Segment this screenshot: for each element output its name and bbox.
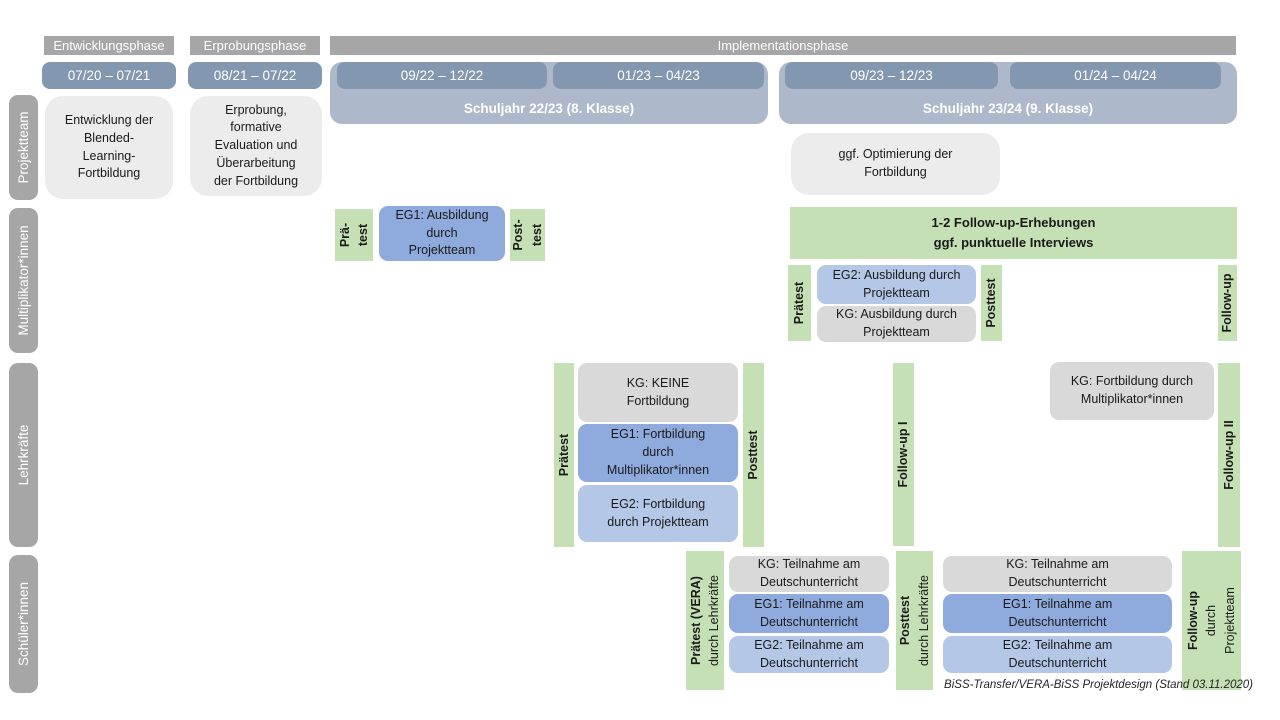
vbar-posttest-multiplikatoren-1: Post- test — [510, 209, 545, 261]
box-eg1-teilnahme-deutschunterricht-a: EG1: Teilnahme am Deutschunterricht — [729, 594, 889, 633]
phase-header-label: Implementationsphase — [717, 38, 849, 53]
row-label-lehrkraefte: Lehrkräfte — [9, 363, 38, 547]
row-label-text: Schüler*innen — [15, 581, 31, 667]
row-label-text: Projektteam — [15, 111, 31, 184]
box-kg-keine-fortbildung: KG: KEINE Fortbildung — [578, 363, 738, 422]
footer-text: BiSS-Transfer/VERA-BiSS Projektdesign (S… — [944, 679, 1253, 691]
vbar-subtitle: durch Projektteam — [1204, 587, 1237, 654]
box-kg-fortbildung-multiplikatoren: KG: Fortbildung durch Multiplikator*inne… — [1050, 362, 1214, 420]
box-kg-teilnahme-deutschunterricht-a: KG: Teilnahme am Deutschunterricht — [729, 556, 889, 592]
box-text: ggf. Optimierung der Fortbildung — [838, 147, 953, 179]
school-year-label: Schuljahr 22/23 (8. Klasse) — [463, 101, 635, 116]
phase-header-label: Entwicklungsphase — [53, 38, 165, 53]
box-eg2-teilnahme-deutschunterricht-a: EG2: Teilnahme am Deutschunterricht — [729, 636, 889, 673]
vbar-text-group: Prätest (VERA) durch Lehrkräfte — [686, 551, 724, 690]
box-eg2-ausbildung-projektteam: EG2: Ausbildung durch Projektteam — [817, 265, 976, 304]
box-eg2-teilnahme-deutschunterricht-b: EG2: Teilnahme am Deutschunterricht — [943, 636, 1172, 673]
vbar-praetest-multiplikatoren-1: Prä- test — [335, 209, 373, 261]
date-label: 09/23 – 12/23 — [850, 68, 933, 83]
date-bar-0821-0722: 08/21 – 07/22 — [188, 62, 322, 89]
vbar-text: Prä- test — [337, 222, 370, 248]
date-bar-0922-1222: 09/22 – 12/22 — [337, 62, 547, 89]
vbar-text: Prätest — [556, 433, 571, 477]
vbar-title: Follow-up — [1186, 591, 1201, 651]
box-erprobung-evaluation: Erprobung, formative Evaluation und Über… — [190, 96, 322, 196]
box-eg2-fortbildung-projektteam: EG2: Fortbildung durch Projektteam — [578, 485, 738, 542]
vbar-subtitle: durch Lehrkräfte — [916, 574, 931, 667]
vbar-praetest-vera-schueler: Prätest (VERA) durch Lehrkräfte — [686, 551, 724, 690]
box-text: Erprobung, formative Evaluation und Über… — [213, 102, 299, 188]
box-text: EG1: Fortbildung durch Multiplikator*inn… — [606, 427, 710, 477]
vbar-text: Posttest — [984, 278, 999, 328]
vbar-text-group: Follow-up durch Projektteam — [1182, 551, 1241, 690]
vbar-text: Prätest — [792, 281, 807, 325]
phase-header-label: Erprobungsphase — [203, 38, 307, 53]
box-eg1-ausbildung-projektteam: EG1: Ausbildung durch Projektteam — [379, 206, 505, 261]
box-eg1-fortbildung-multiplikatoren: EG1: Fortbildung durch Multiplikator*inn… — [578, 424, 738, 482]
vbar-text-group: Posttest durch Lehrkräfte — [896, 551, 933, 690]
box-followup-erhebungen: 1-2 Follow-up-Erhebungen ggf. punktuelle… — [790, 207, 1237, 259]
vbar-posttest-multiplikatoren-2: Posttest — [981, 265, 1002, 341]
box-text: EG1: Ausbildung durch Projektteam — [395, 207, 489, 258]
vbar-text: Follow-up II — [1221, 420, 1236, 490]
row-label-schuelerinnen: Schüler*innen — [9, 555, 38, 693]
date-bar-0123-0423: 01/23 – 04/23 — [553, 62, 764, 89]
row-label-projektteam: Projektteam — [9, 95, 38, 200]
box-eg1-teilnahme-deutschunterricht-b: EG1: Teilnahme am Deutschunterricht — [943, 594, 1172, 633]
phase-header-implementationsphase: Implementationsphase — [330, 36, 1236, 55]
box-entwicklung-fortbildung: Entwicklung der Blended- Learning- Fortb… — [45, 96, 173, 199]
row-label-multiplikatorinnen: Multiplikator*innen — [9, 208, 38, 353]
vbar-title: Prätest (VERA) — [688, 576, 703, 665]
box-text: KG: Fortbildung durch Multiplikator*inne… — [1070, 374, 1194, 406]
vbar-followup-multiplikatoren: Follow-up — [1218, 265, 1237, 341]
footer-caption: BiSS-Transfer/VERA-BiSS Projektdesign (S… — [944, 679, 1253, 691]
date-bar-0923-1223: 09/23 – 12/23 — [785, 62, 998, 89]
row-label-text: Multiplikator*innen — [15, 225, 31, 336]
vbar-praetest-lehrkraefte: Prätest — [554, 363, 574, 547]
school-year-label: Schuljahr 23/24 (9. Klasse) — [922, 101, 1094, 116]
box-text: EG2: Teilnahme am Deutschunterricht — [754, 637, 864, 670]
phase-header-erprobungsphase: Erprobungsphase — [190, 36, 320, 55]
box-text: 1-2 Follow-up-Erhebungen ggf. punktuelle… — [931, 214, 1096, 250]
date-label: 08/21 – 07/22 — [213, 68, 297, 83]
date-label: 01/23 – 04/23 — [617, 68, 700, 83]
vbar-text: Follow-up I — [896, 421, 911, 488]
date-label: 01/24 – 04/24 — [1074, 68, 1157, 83]
box-kg-ausbildung-projektteam: KG: Ausbildung durch Projektteam — [817, 306, 976, 342]
vbar-text: Follow-up — [1220, 273, 1235, 333]
box-text: EG2: Ausbildung durch Projektteam — [832, 267, 961, 300]
date-bar-0124-0424: 01/24 – 04/24 — [1010, 62, 1221, 89]
box-text: EG1: Teilnahme am Deutschunterricht — [1002, 596, 1113, 629]
vbar-posttest-lehrkraefte: Posttest — [743, 363, 764, 547]
date-bar-0720-0721: 07/20 – 07/21 — [42, 62, 176, 89]
box-text: EG2: Teilnahme am Deutschunterricht — [1002, 637, 1113, 670]
phase-header-entwicklungsphase: Entwicklungsphase — [44, 36, 174, 55]
vbar-followup-1-lehrkraefte: Follow-up I — [893, 363, 914, 546]
box-text: EG1: Teilnahme am Deutschunterricht — [754, 596, 864, 629]
box-kg-teilnahme-deutschunterricht-b: KG: Teilnahme am Deutschunterricht — [943, 556, 1172, 592]
vbar-text: Post- test — [511, 219, 544, 251]
box-text: Entwicklung der Blended- Learning- Fortb… — [64, 113, 154, 181]
box-text: KG: Teilnahme am Deutschunterricht — [1006, 557, 1109, 589]
date-label: 09/22 – 12/22 — [400, 68, 484, 83]
row-label-text: Lehrkräfte — [15, 424, 31, 486]
box-text: KG: Teilnahme am Deutschunterricht — [757, 557, 861, 589]
box-text: KG: KEINE Fortbildung — [626, 375, 690, 408]
vbar-posttest-schueler: Posttest durch Lehrkräfte — [896, 551, 933, 690]
vbar-praetest-multiplikatoren-2: Prätest — [788, 265, 811, 341]
date-label: 07/20 – 07/21 — [67, 68, 151, 83]
vbar-followup-schueler: Follow-up durch Projektteam — [1182, 551, 1241, 690]
box-text: EG2: Fortbildung durch Projektteam — [607, 496, 709, 529]
vbar-title: Posttest — [898, 595, 913, 646]
box-optimierung-fortbildung: ggf. Optimierung der Fortbildung — [791, 133, 1000, 195]
box-text: KG: Ausbildung durch Projektteam — [836, 307, 957, 339]
vbar-followup-2-lehrkraefte: Follow-up II — [1218, 363, 1240, 547]
vbar-subtitle: durch Lehrkräfte — [707, 574, 721, 667]
vbar-text: Posttest — [746, 430, 761, 480]
